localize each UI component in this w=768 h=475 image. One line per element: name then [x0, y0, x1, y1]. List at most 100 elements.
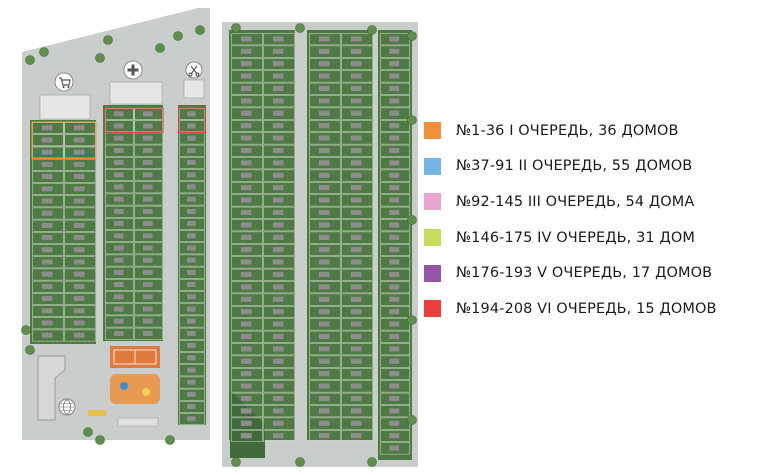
- lawn-strip: [307, 30, 373, 440]
- house-plot: [134, 315, 163, 328]
- house-plot: [179, 169, 205, 181]
- house-plot: [105, 327, 134, 340]
- house-roof: [73, 259, 85, 265]
- house-roof: [186, 135, 197, 142]
- house-roof: [186, 232, 197, 239]
- house-roof: [73, 271, 85, 278]
- house-plot: [32, 329, 64, 342]
- house-plot: [341, 82, 373, 95]
- house-roof: [240, 383, 252, 390]
- house-roof: [142, 159, 153, 166]
- house-plot: [32, 207, 64, 220]
- house-roof: [272, 383, 284, 390]
- house-plot: [263, 318, 295, 331]
- house-plot: [231, 182, 263, 194]
- house-plot: [309, 392, 341, 405]
- house-plot: [263, 417, 295, 430]
- house-roof: [272, 234, 284, 241]
- house-plot: [263, 45, 295, 58]
- house-plot: [231, 306, 263, 318]
- house-plot: [263, 182, 295, 194]
- house-plot: [263, 368, 295, 380]
- house-plot: [231, 169, 263, 182]
- house-plot: [263, 343, 295, 356]
- house-roof: [350, 147, 362, 154]
- house-roof: [388, 209, 400, 216]
- tree: [95, 53, 105, 63]
- house-roof: [186, 281, 197, 288]
- house-plot: [231, 33, 263, 46]
- house-plot: [179, 364, 205, 377]
- house-plot: [105, 266, 134, 279]
- house-plot: [309, 95, 341, 108]
- house-plot: [179, 327, 205, 340]
- house-plot: [179, 193, 205, 206]
- house-plot: [341, 368, 373, 380]
- house-roof: [350, 296, 362, 303]
- house-plot: [380, 355, 410, 368]
- house-plot: [134, 279, 163, 291]
- house-plot: [231, 45, 263, 58]
- house-plot: [380, 306, 410, 318]
- house-roof: [113, 135, 124, 142]
- house-roof: [388, 48, 400, 55]
- house-roof: [318, 122, 330, 129]
- house-roof: [318, 246, 330, 253]
- house-plot: [231, 120, 263, 132]
- house-plot: [32, 305, 64, 317]
- tree: [25, 345, 35, 355]
- house-roof: [388, 122, 400, 129]
- house-plot: [309, 33, 341, 46]
- house-roof: [388, 259, 400, 266]
- house-plot: [380, 120, 410, 132]
- house-plot: [309, 231, 341, 244]
- house-plot: [263, 355, 295, 368]
- house-plot: [380, 343, 410, 356]
- house-roof: [240, 370, 252, 377]
- house-roof: [318, 147, 330, 154]
- house-roof: [272, 395, 284, 402]
- house-roof: [318, 209, 330, 216]
- house-roof: [272, 333, 284, 340]
- lawn-strip: [229, 30, 295, 440]
- house-roof: [240, 308, 252, 315]
- house-plot: [309, 405, 341, 418]
- house-plot: [179, 242, 205, 255]
- house-plot: [341, 33, 373, 46]
- house-roof: [113, 330, 124, 337]
- school-building: [37, 355, 66, 421]
- house-plot: [380, 95, 410, 108]
- house-plot: [380, 442, 410, 455]
- house-roof: [272, 209, 284, 216]
- legend-label: №92-145 III ОЧЕРЕДЬ, 54 ДОМА: [456, 193, 695, 210]
- tree: [83, 427, 93, 437]
- house-roof: [73, 149, 85, 156]
- house-roof: [350, 321, 362, 328]
- house-plot: [341, 430, 373, 442]
- house-roof: [350, 407, 362, 414]
- tree: [21, 325, 31, 335]
- house-roof: [186, 184, 197, 190]
- house-plot: [380, 318, 410, 331]
- house-roof: [350, 271, 362, 278]
- house-plot: [341, 58, 373, 70]
- house-roof: [41, 234, 53, 241]
- legend-item: №176-193 V ОЧЕРЕДЬ, 17 ДОМОВ: [424, 255, 764, 291]
- house-plot: [32, 256, 64, 269]
- house-roof: [318, 135, 330, 142]
- house-roof: [350, 110, 362, 117]
- house-roof: [240, 246, 252, 253]
- house-plot: [263, 120, 295, 132]
- house-roof: [240, 172, 252, 179]
- house-roof: [240, 296, 252, 303]
- house-roof: [272, 246, 284, 253]
- house-roof: [142, 196, 153, 203]
- globe-icon: [58, 398, 76, 416]
- legend-item: №1-36 I ОЧЕРЕДЬ, 36 ДОМОВ: [424, 113, 764, 149]
- house-plot: [64, 305, 96, 317]
- house-plot: [380, 368, 410, 380]
- house-roof: [142, 269, 153, 276]
- house-plot: [105, 169, 134, 181]
- house-plot: [263, 95, 295, 108]
- house-plot: [105, 218, 134, 230]
